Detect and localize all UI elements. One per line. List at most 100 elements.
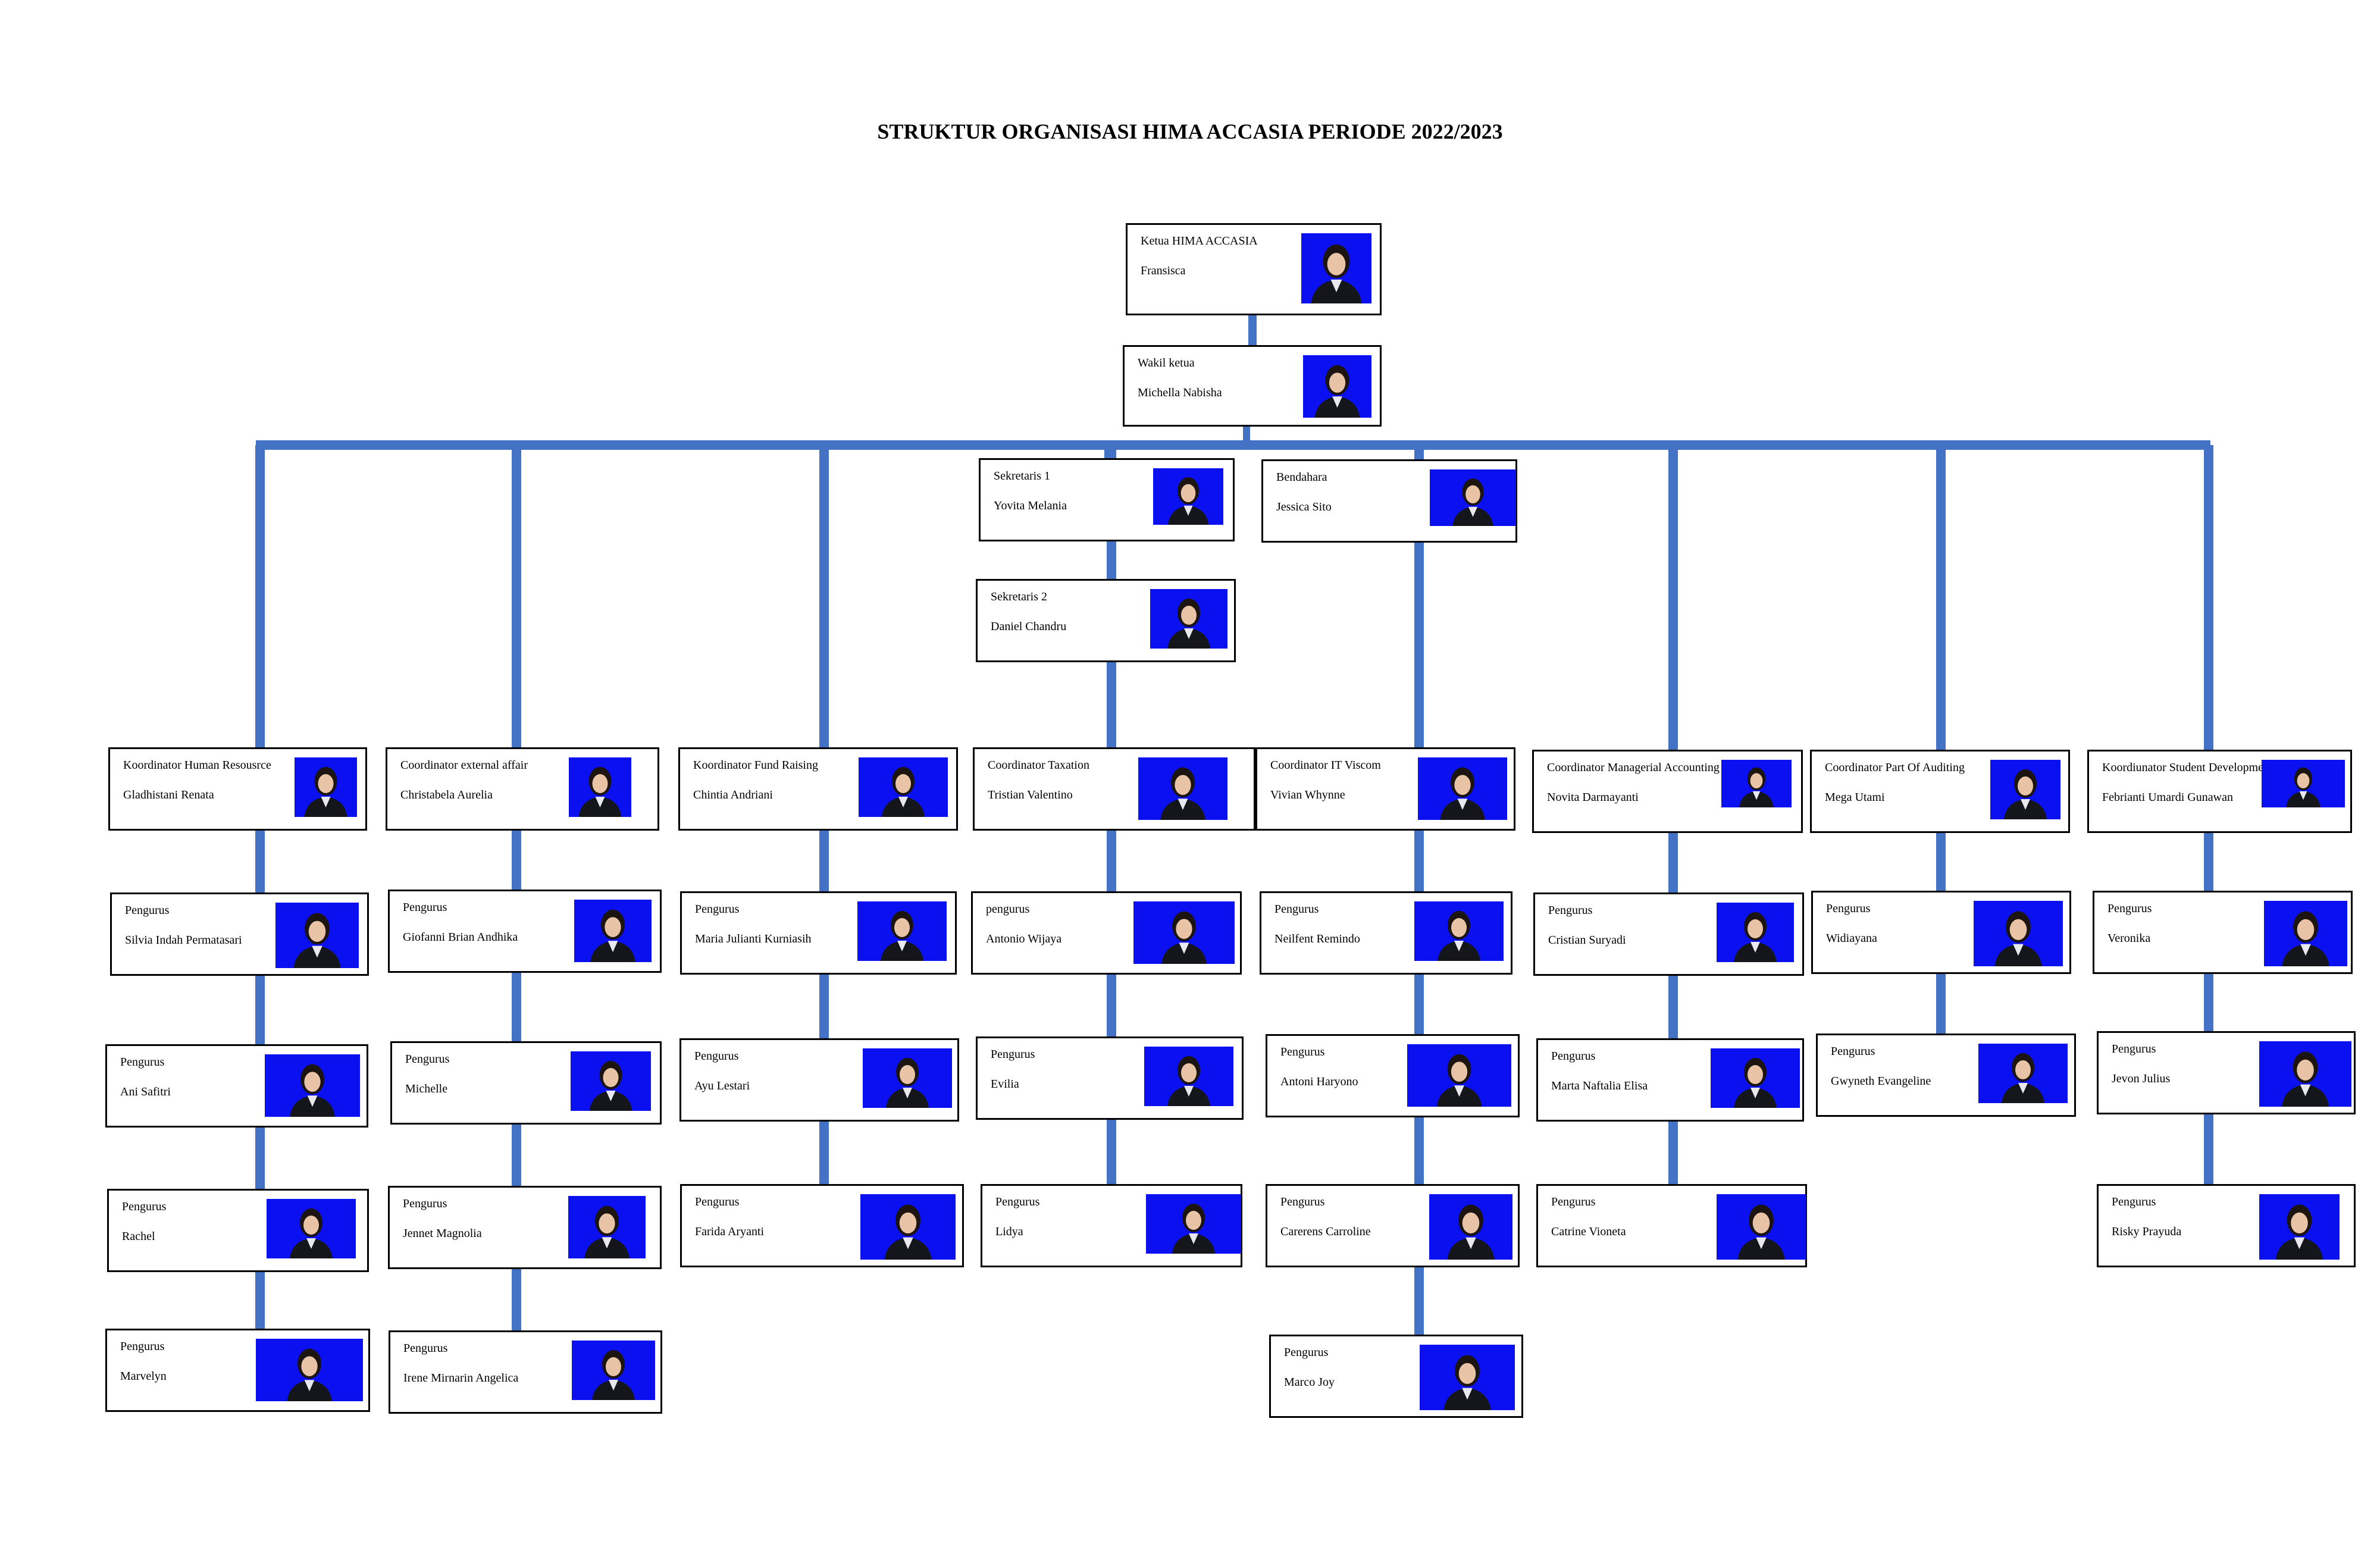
node-person-name: Farida Aryanti: [695, 1225, 765, 1238]
node-role-label: Pengurus: [2112, 1195, 2156, 1208]
node-role-label: Pengurus: [1551, 1195, 1596, 1208]
person-photo-icon: [860, 1194, 956, 1260]
person-photo-icon: [275, 903, 359, 968]
person-photo-icon: [571, 1051, 651, 1111]
node-person-name: Daniel Chandru: [991, 620, 1067, 633]
person-photo-icon: [1420, 1345, 1515, 1410]
node-person-name: Antoni Haryono: [1280, 1075, 1358, 1088]
node-role-label: Coordinator external affair: [400, 759, 528, 772]
node-person-name: Marta Naftalia Elisa: [1551, 1079, 1648, 1092]
node-person-name: Jennet Magnolia: [403, 1227, 482, 1240]
person-photo-icon: [1133, 901, 1235, 964]
node-role-label: Pengurus: [1280, 1045, 1325, 1059]
node-person-name: Widiayana: [1826, 932, 1877, 945]
node-person-name: Giofanni Brian Andhika: [403, 931, 518, 944]
person-photo-icon: [2259, 1041, 2351, 1107]
node-person-name: Jevon Julius: [2112, 1072, 2171, 1085]
person-photo-icon: [1407, 1044, 1511, 1107]
node-role-label: Pengurus: [991, 1048, 1035, 1061]
node-person-name: Jessica Sito: [1276, 500, 1332, 513]
node-person-name: Neilfent Remindo: [1274, 932, 1360, 945]
node-person-name: Cristian Suryadi: [1548, 934, 1626, 947]
person-photo-icon: [256, 1339, 363, 1401]
node-role-label: Koordinator Human Resousrce: [123, 759, 271, 772]
person-photo-icon: [267, 1199, 356, 1258]
node-person-name: Risky Prayuda: [2112, 1225, 2182, 1238]
person-photo-icon: [1303, 355, 1371, 418]
node-person-name: Michelle: [405, 1082, 448, 1095]
person-photo-icon: [1711, 1048, 1800, 1108]
node-role-label: Coordinator IT Viscom: [1270, 759, 1381, 772]
node-role-label: Pengurus: [403, 1342, 448, 1355]
node-person-name: Vivian Whynne: [1270, 788, 1345, 801]
node-role-label: Pengurus: [1826, 902, 1871, 915]
node-role-label: Coordinator Taxation: [988, 759, 1089, 772]
person-photo-icon: [568, 1196, 646, 1258]
person-photo-icon: [295, 757, 357, 817]
node-person-name: Tristian Valentino: [988, 788, 1073, 801]
node-person-name: Michella Nabisha: [1138, 386, 1222, 399]
node-role-label: Pengurus: [695, 1195, 740, 1208]
node-role-label: Pengurus: [403, 1197, 447, 1210]
page-title: STRUKTUR ORGANISASI HIMA ACCASIA PERIODE…: [877, 120, 1503, 143]
node-role-label: Wakil ketua: [1138, 356, 1195, 369]
node-role-label: Pengurus: [695, 903, 740, 916]
node-person-name: Rachel: [122, 1230, 155, 1243]
person-photo-icon: [574, 900, 652, 962]
person-photo-icon: [1978, 1044, 2068, 1103]
person-photo-icon: [1146, 1194, 1241, 1254]
node-person-name: Veronika: [2107, 932, 2151, 945]
node-person-name: Evilia: [991, 1078, 1019, 1091]
node-person-name: Chintia Andriani: [693, 788, 773, 801]
node-person-name: Yovita Melania: [994, 499, 1067, 512]
node-role-label: Koordiunator Student Development: [2102, 761, 2273, 774]
node-role-label: Pengurus: [1548, 904, 1593, 917]
person-photo-icon: [859, 757, 948, 817]
person-photo-icon: [1418, 757, 1507, 820]
node-person-name: Novita Darmayanti: [1547, 791, 1639, 804]
person-photo-icon: [1429, 1194, 1512, 1260]
node-person-name: Silvia Indah Permatasari: [125, 934, 242, 947]
person-photo-icon: [1430, 469, 1516, 526]
node-role-label: Pengurus: [694, 1050, 739, 1063]
person-photo-icon: [857, 901, 947, 961]
person-photo-icon: [2262, 760, 2345, 807]
person-photo-icon: [1717, 1194, 1806, 1260]
node-person-name: Maria Julianti Kurniasih: [695, 932, 812, 945]
node-person-name: Mega Utami: [1825, 791, 1885, 804]
person-photo-icon: [1974, 901, 2063, 966]
node-role-label: Sekretaris 1: [994, 469, 1050, 483]
node-role-label: Pengurus: [1284, 1346, 1329, 1359]
node-role-label: Coordinator Managerial Accounting: [1547, 761, 1720, 774]
node-role-label: Coordinator Part Of Auditing: [1825, 761, 1965, 774]
node-role-label: Pengurus: [2112, 1042, 2156, 1056]
node-person-name: Febrianti Umardi Gunawan: [2102, 791, 2233, 804]
person-photo-icon: [1721, 760, 1792, 807]
person-photo-icon: [2259, 1194, 2340, 1260]
node-person-name: Lidya: [995, 1225, 1023, 1238]
person-photo-icon: [1990, 760, 2060, 819]
